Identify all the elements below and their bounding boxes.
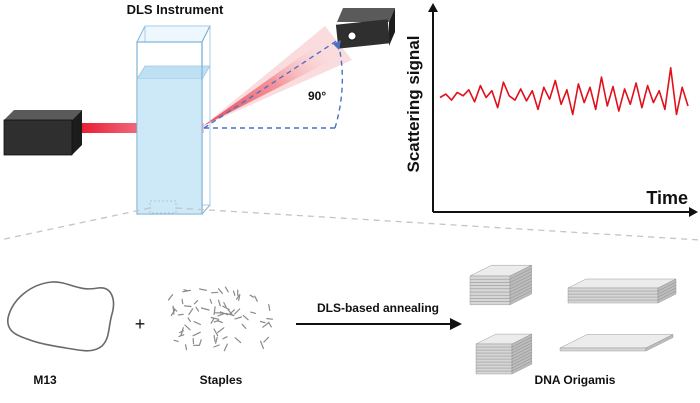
origami-sheet-flat	[559, 334, 674, 352]
staple-strand	[222, 305, 230, 311]
cuvette-icon	[136, 25, 211, 215]
staple-strand	[250, 311, 256, 314]
staple-strand	[199, 288, 208, 291]
staple-strand	[170, 309, 176, 317]
plus-sign: +	[135, 314, 146, 334]
signal-chart: Scattering signal Time	[404, 3, 698, 217]
angle-arrowhead	[333, 40, 341, 50]
staple-strand	[177, 313, 184, 316]
staples-label: Staples	[200, 373, 243, 387]
staple-strand	[260, 340, 264, 350]
staple-strand	[195, 306, 200, 312]
staple-strand	[217, 312, 225, 317]
staple-strand	[228, 309, 235, 315]
origami-stack-cube	[475, 333, 532, 375]
staple-strand	[236, 294, 240, 300]
staples-icon	[167, 286, 274, 352]
staple-strand	[249, 294, 255, 298]
staple-strand	[217, 299, 221, 307]
staple-strand	[184, 305, 192, 308]
staple-strand	[225, 312, 235, 317]
staple-strand	[217, 288, 223, 294]
staple-strand	[217, 327, 225, 334]
origami-stack-wide	[567, 278, 677, 304]
staple-strand	[185, 344, 188, 351]
origami-stack-icon	[469, 264, 677, 375]
m13-loop-icon	[7, 281, 115, 352]
detector-icon	[335, 8, 395, 49]
staple-strand	[223, 343, 228, 352]
m13-label: M13	[33, 373, 57, 387]
origami-stack-tall	[469, 264, 532, 306]
staple-strand	[213, 334, 216, 342]
annealing-arrowhead	[450, 318, 462, 330]
staple-strand	[188, 308, 194, 316]
chart-x-label: Time	[646, 188, 688, 208]
staple-strand	[187, 317, 191, 322]
staple-strand	[183, 289, 189, 292]
chart-y-label: Scattering signal	[404, 36, 423, 173]
staple-strand	[242, 314, 249, 321]
staple-strand	[210, 316, 220, 320]
staple-strand	[213, 328, 219, 337]
staple-strand	[266, 318, 274, 320]
signal-series-line	[439, 67, 689, 116]
staple-strand	[213, 344, 220, 348]
staple-strand	[222, 336, 228, 340]
instrument-title: DLS Instrument	[127, 2, 224, 17]
staple-strand	[259, 320, 266, 324]
staple-strand	[268, 321, 272, 328]
staple-strand	[192, 331, 201, 337]
scattered-light-cone	[203, 30, 348, 126]
staple-strand	[180, 327, 184, 336]
laser-source-icon	[3, 110, 82, 156]
staple-strand	[198, 339, 202, 346]
angle-label: 90°	[308, 89, 326, 103]
staple-strand	[241, 323, 247, 329]
staple-strand	[234, 316, 242, 320]
staple-strand	[254, 295, 258, 302]
staple-strand	[211, 291, 219, 294]
scattered-light-glow	[203, 26, 352, 126]
zoom-line-left	[0, 207, 151, 241]
staple-strand	[167, 294, 174, 301]
cuvette-liquid	[138, 79, 201, 213]
staple-strand	[200, 307, 210, 311]
staple-strand	[215, 336, 218, 344]
staple-strand	[224, 286, 229, 293]
annealing-label: DLS-based annealing	[317, 301, 439, 315]
staple-strand	[223, 302, 227, 308]
origamis-label: DNA Origamis	[535, 373, 616, 387]
staple-strand	[263, 336, 270, 343]
staple-strand	[213, 319, 220, 323]
staple-strand	[213, 306, 216, 315]
staple-strand	[172, 305, 175, 315]
staple-strand	[234, 308, 241, 315]
staple-strand	[232, 290, 236, 296]
staple-strand	[210, 318, 215, 324]
staple-strand	[184, 324, 191, 331]
staple-strand	[193, 300, 199, 305]
staple-strand	[234, 337, 242, 344]
staple-strand	[173, 339, 179, 342]
staple-strand	[181, 298, 184, 305]
staple-strand	[262, 322, 269, 328]
staple-strand	[268, 304, 271, 311]
staple-strand	[193, 321, 201, 326]
staple-strand	[209, 298, 213, 304]
